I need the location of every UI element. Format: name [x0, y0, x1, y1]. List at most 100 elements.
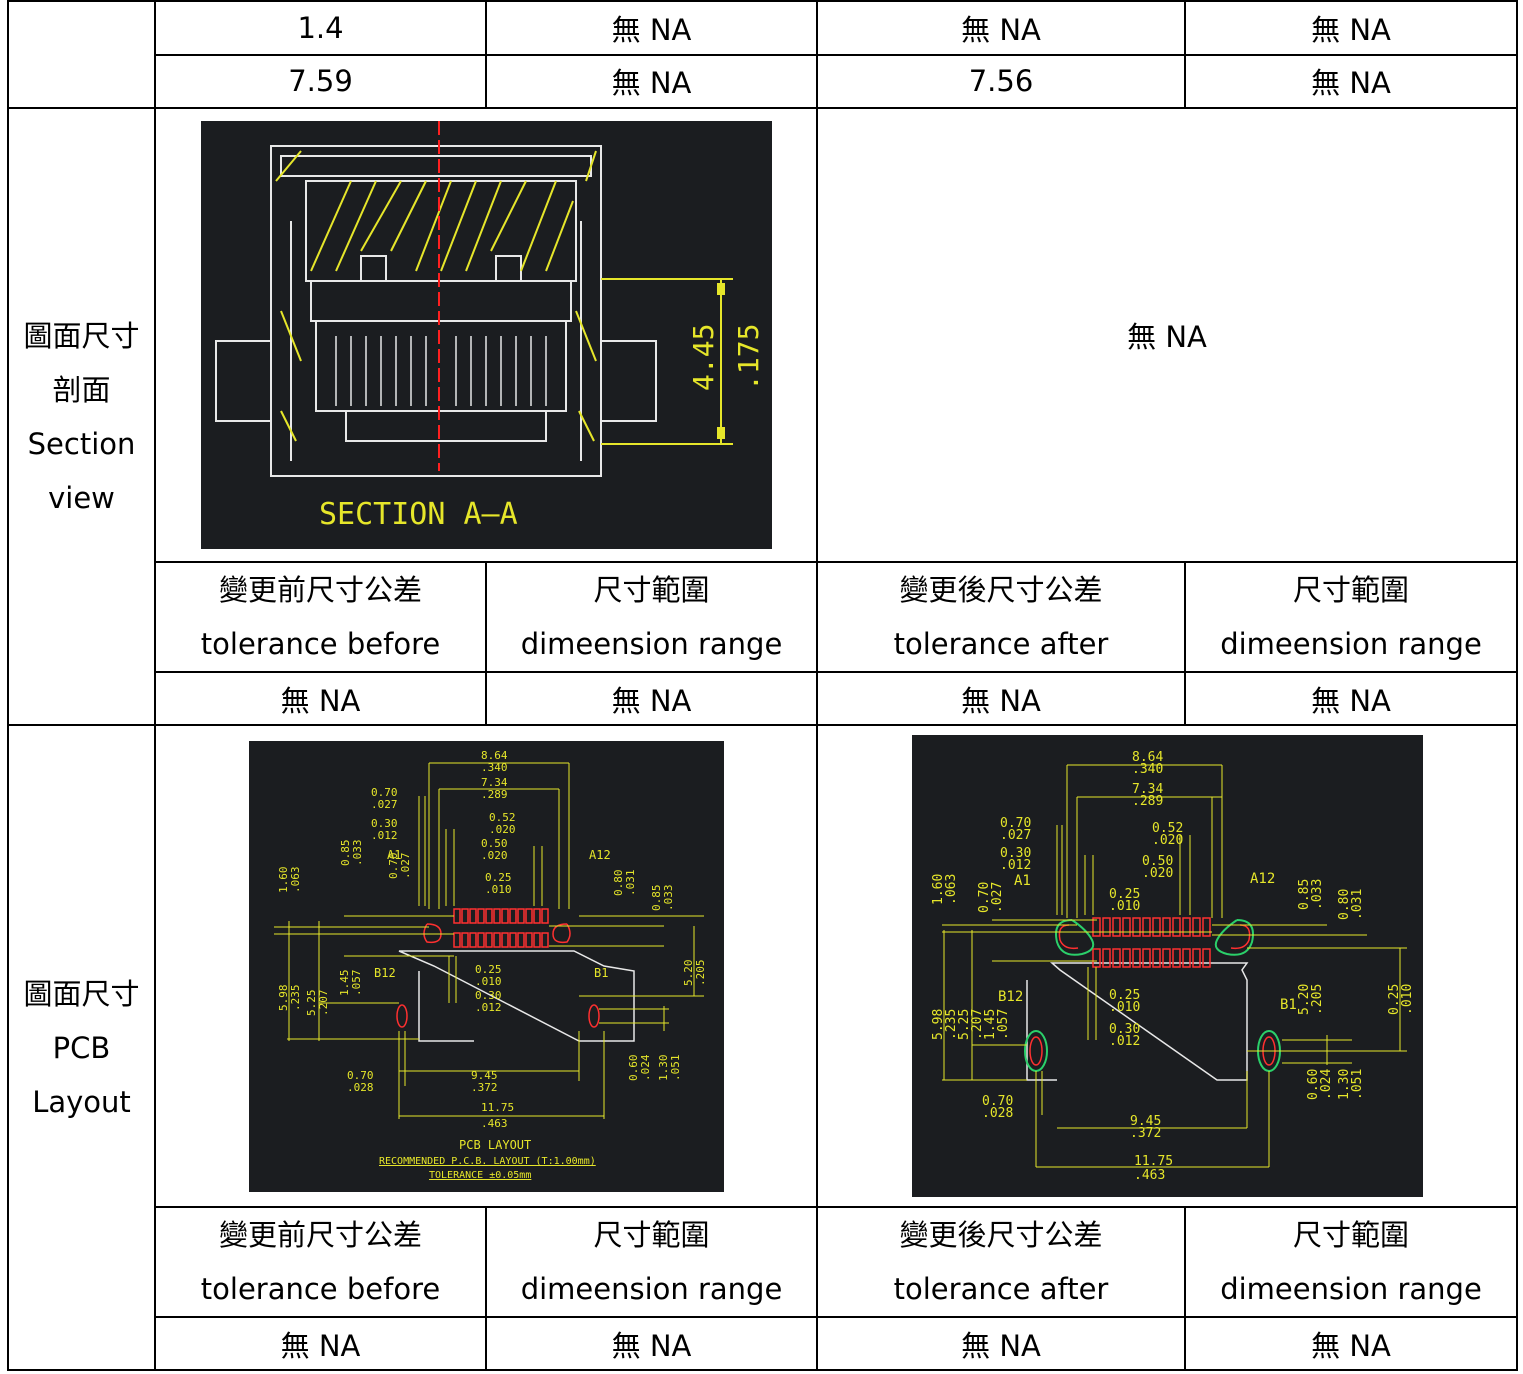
- dim-label: .205: [694, 959, 707, 986]
- dim-label: .012: [371, 829, 398, 842]
- header-line: 尺寸範圍: [1292, 573, 1409, 607]
- pin-label: A12: [589, 848, 611, 862]
- cell: 無 NA: [816, 671, 1186, 726]
- dim-label: .372: [471, 1081, 498, 1094]
- dim-label: .028: [347, 1081, 374, 1094]
- dim-label: 0.25: [1109, 887, 1140, 902]
- section-title: SECTION A—A: [319, 497, 518, 532]
- cell: 無 NA: [1184, 671, 1518, 726]
- dim-in-label: .175: [732, 324, 765, 391]
- dim-label: 1.60: [277, 866, 290, 893]
- dim-label: .024: [1319, 1069, 1334, 1100]
- dim-label: .027: [399, 852, 412, 879]
- dim-label: 0.80: [612, 869, 625, 896]
- header-line: tolerance before: [200, 1272, 441, 1306]
- dim-label: .010: [1109, 899, 1140, 914]
- dim-label: .340: [481, 761, 508, 774]
- dim-label: 0.25: [1387, 984, 1402, 1015]
- dim-label: 0.60: [1306, 1069, 1321, 1100]
- dim-label: .010: [475, 975, 502, 988]
- cell: 無 NA: [816, 1316, 1186, 1371]
- dim-label: .033: [1310, 879, 1325, 910]
- dim-label: .024: [639, 1054, 652, 1081]
- dim-label: .463: [1134, 1168, 1165, 1183]
- dim-label: 8.64: [1132, 750, 1163, 765]
- dim-label: .012: [1000, 858, 1031, 873]
- dim-label: 0.70: [387, 852, 400, 879]
- pcb-after-drawing: 8.64 .340 7.34 .289 0.70 .027 0.30 .012 …: [911, 735, 1423, 1197]
- dim-label: 0.85: [339, 839, 352, 866]
- pin-label: B12: [374, 966, 396, 980]
- cell: 1.4: [154, 0, 487, 56]
- dim-label: 1.60: [931, 874, 946, 905]
- table-row: 7.59 無 NA 7.56 無 NA: [8, 53, 1518, 109]
- dim-label: 7.34: [1132, 782, 1163, 797]
- dim-label: 0.25: [1109, 988, 1140, 1003]
- dim-label: .027: [990, 882, 1005, 913]
- dim-label: 0.85: [650, 884, 663, 911]
- dim-label: 1.30: [1337, 1069, 1352, 1100]
- pin-label: B12: [998, 989, 1023, 1005]
- cell: 無 NA: [485, 0, 818, 56]
- dim-label: .289: [481, 788, 508, 801]
- dim-label: .057: [350, 969, 363, 996]
- dim-label: .063: [289, 866, 302, 893]
- dim-label: .012: [1109, 1034, 1140, 1049]
- caption: TOLERANCE ±0.05mm: [429, 1170, 531, 1181]
- dim-label: 0.70: [371, 786, 398, 799]
- label-line: 圖面尺寸: [23, 318, 140, 353]
- dim-label: 0.30: [475, 989, 502, 1002]
- label-line: Section: [27, 426, 136, 461]
- label-line: 圖面尺寸: [23, 976, 140, 1011]
- dim-label: .027: [371, 798, 398, 811]
- dim-label: 11.75: [1134, 1154, 1173, 1169]
- dim-label: .205: [1310, 984, 1325, 1015]
- section-na-cell: 無 NA: [816, 107, 1518, 563]
- label-line: PCB: [52, 1030, 111, 1065]
- cell: 7.59: [154, 53, 487, 109]
- dim-label: 1.45: [338, 969, 351, 996]
- dim-label: .031: [624, 869, 637, 896]
- dim-label: 0.30: [1109, 1022, 1140, 1037]
- dim-label: .010: [1400, 984, 1415, 1015]
- header-line: tolerance after: [893, 627, 1109, 661]
- dim-label: .235: [944, 1009, 959, 1040]
- dim-label: .020: [489, 823, 516, 836]
- dim-label: 9.45: [471, 1069, 498, 1082]
- dim-label: 0.70: [347, 1069, 374, 1082]
- dim-label: .020: [1152, 833, 1183, 848]
- dim-label: .289: [1132, 794, 1163, 809]
- pin-label: A1: [1014, 873, 1031, 889]
- dim-label: .463: [481, 1117, 508, 1130]
- header-line: dimeension range: [1220, 627, 1482, 661]
- dim-label: .057: [996, 1009, 1011, 1040]
- pcb-before-drawing: 8.64 .340 7.34 .289 0.70 .027 0.30 .012 …: [248, 740, 724, 1192]
- cell: 無 NA: [485, 53, 818, 109]
- section-label-cell: 圖面尺寸 剖面 Section view: [7, 107, 156, 726]
- dim-label: 0.80: [1337, 889, 1352, 920]
- cell: 無 NA: [154, 1316, 487, 1371]
- header-line: dimeension range: [520, 1272, 783, 1306]
- dim-label: 0.70: [982, 1094, 1013, 1109]
- dim-label: .028: [982, 1106, 1013, 1121]
- dim-label: 0.30: [1000, 846, 1031, 861]
- dim-label: .340: [1132, 762, 1163, 777]
- dim-label: 0.52: [1152, 821, 1183, 836]
- cell: 無 NA: [1184, 53, 1518, 109]
- dim-label: .010: [1109, 1000, 1140, 1015]
- dim-label: .012: [475, 1001, 502, 1014]
- cell: 無 NA: [1184, 1316, 1518, 1371]
- header-line: 變更前尺寸公差: [218, 1218, 422, 1252]
- dim-label: 5.98: [931, 1009, 946, 1040]
- cell: 無 NA: [485, 671, 818, 726]
- dim-label: 5.20: [682, 959, 695, 986]
- pcb-label-cell: 圖面尺寸 PCB Layout: [7, 724, 156, 1371]
- dim-label: .027: [1000, 828, 1031, 843]
- dim-label: .020: [481, 849, 508, 862]
